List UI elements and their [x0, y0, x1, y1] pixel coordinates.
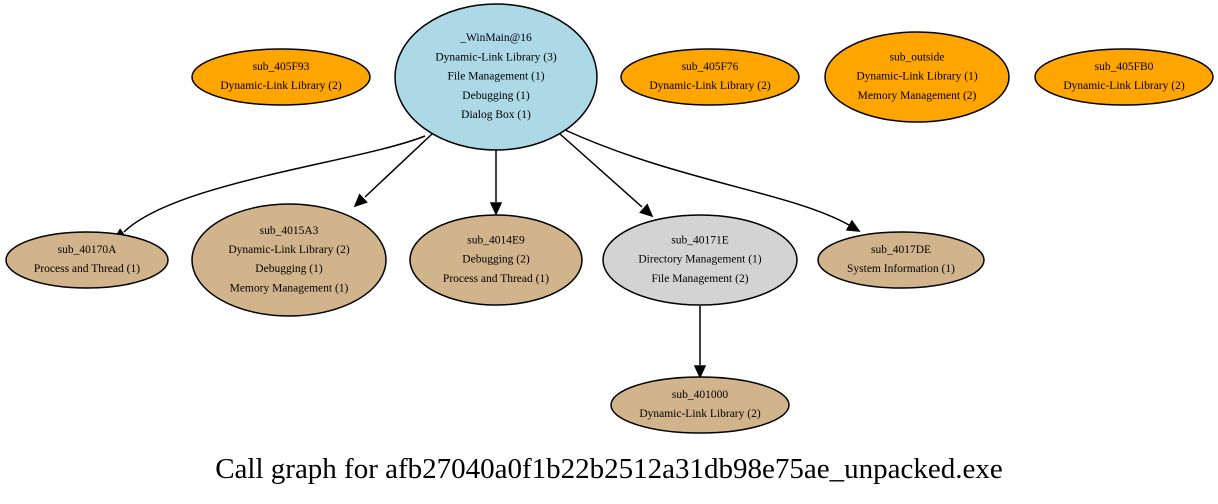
node-api-category: File Management (1) — [447, 71, 544, 83]
node-api-category: System Information (1) — [847, 263, 955, 275]
node-api-category: Memory Management (2) — [858, 90, 977, 102]
node-function-name: sub_405FB0 — [1095, 61, 1154, 73]
edges-layer — [112, 129, 861, 379]
node-function-name: sub_outside — [890, 51, 945, 63]
node-api-category: Process and Thread (1) — [34, 263, 140, 275]
arrowhead — [489, 202, 503, 216]
edge-sub_40171E-to-sub_401000 — [693, 306, 707, 379]
node-ellipse — [610, 376, 790, 434]
node-ellipse — [602, 214, 798, 306]
arrowhead — [693, 365, 707, 379]
edge-winmain-to-sub_4014E9 — [489, 150, 503, 216]
node-sub_4017DE[interactable]: sub_4017DE System Information (1) — [817, 231, 985, 289]
edge-line — [364, 133, 433, 198]
node-api-category: File Management (2) — [651, 273, 748, 285]
node-api-category: Dialog Box (1) — [461, 109, 531, 121]
node-ellipse — [824, 31, 1010, 123]
node-function-name: sub_4015A3 — [260, 225, 319, 237]
edge-winmain-to-sub_40171E — [559, 133, 654, 218]
node-api-category: Dynamic-Link Library (2) — [228, 244, 350, 256]
node-ellipse — [191, 48, 371, 106]
node-ellipse — [620, 48, 800, 106]
edge-line — [559, 133, 643, 208]
node-api-category: Debugging (2) — [462, 254, 530, 266]
node-function-name: sub_4017DE — [871, 244, 931, 256]
arrowhead — [845, 219, 861, 232]
node-function-name: sub_405F76 — [682, 61, 739, 73]
node-function-name: sub_40170A — [58, 244, 117, 256]
node-function-name: sub_405F93 — [253, 61, 310, 73]
node-api-category: Dynamic-Link Library (1) — [856, 71, 978, 83]
edge-winmain-to-sub_4015A3 — [353, 133, 433, 208]
node-api-category: Dynamic-Link Library (2) — [1063, 80, 1185, 92]
node-api-category: Dynamic-Link Library (3) — [435, 51, 557, 63]
edge-winmain-to-sub_4017DE — [564, 129, 861, 232]
node-api-category: Directory Management (1) — [638, 254, 761, 266]
node-sub_40170A[interactable]: sub_40170A Process and Thread (1) — [5, 231, 169, 289]
node-api-category: Dynamic-Link Library (2) — [649, 80, 771, 92]
node-function-name: sub_40171E — [671, 234, 729, 246]
edge-line — [564, 129, 850, 226]
node-ellipse — [1034, 48, 1214, 106]
node-function-name: sub_4014E9 — [467, 234, 525, 246]
edge-line — [123, 135, 426, 233]
node-api-category: Debugging (1) — [462, 90, 530, 102]
graph-caption: Call graph for afb27040a0f1b22b2512a31db… — [215, 453, 1003, 485]
node-api-category: Debugging (1) — [255, 263, 323, 275]
node-ellipse — [817, 231, 985, 289]
node-api-category: Dynamic-Link Library (2) — [220, 80, 342, 92]
node-ellipse — [5, 231, 169, 289]
node-ellipse — [409, 214, 583, 306]
node-function-name: _WinMain@16 — [459, 32, 532, 44]
node-function-name: sub_401000 — [672, 389, 728, 401]
node-sub_40171E[interactable]: sub_40171E Directory Management (1) File M… — [602, 214, 798, 306]
arrowhead — [639, 203, 654, 218]
node-ellipse — [394, 3, 598, 151]
node-api-category: Memory Management (1) — [230, 282, 349, 294]
node-api-category: Process and Thread (1) — [443, 273, 549, 285]
arrowhead — [353, 193, 368, 208]
node-api-category: Dynamic-Link Library (2) — [639, 408, 761, 420]
node-ellipse — [191, 203, 387, 317]
